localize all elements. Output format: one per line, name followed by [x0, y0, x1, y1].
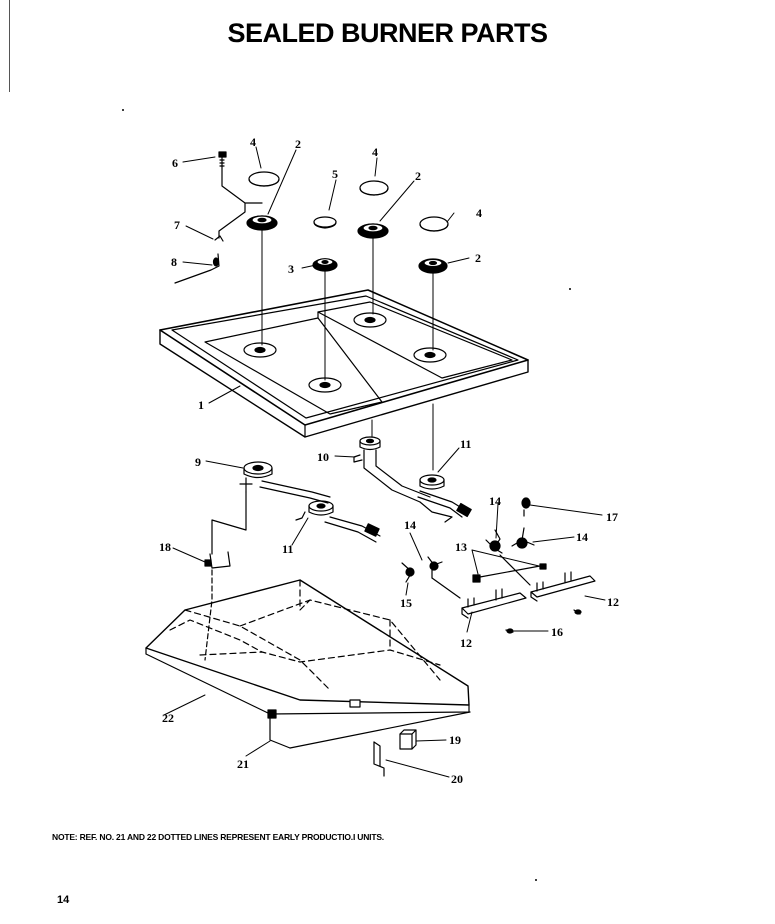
burner-head-right-front — [418, 258, 448, 274]
callout-1: 1 — [198, 398, 204, 412]
page-title: SEALED BURNER PARTS — [227, 18, 548, 48]
valve-connector-lines — [431, 554, 531, 599]
callout-4-center: 4 — [372, 145, 378, 159]
callout-4-left: 4 — [250, 135, 256, 149]
valve-left — [401, 562, 415, 583]
callout-14-top: 14 — [489, 494, 501, 508]
callout-10: 10 — [317, 450, 329, 464]
burner-head-left-front — [312, 258, 338, 272]
callout-3: 3 — [288, 262, 294, 276]
callout-12-right: 12 — [607, 595, 619, 609]
callout-labels: 6 4 2 5 4 2 4 7 2 3 8 1 9 10 11 14 17 11… — [159, 135, 619, 786]
burner-tube-right — [417, 474, 472, 523]
screw-part-16 — [505, 609, 582, 634]
callout-6: 6 — [172, 156, 178, 170]
valve-right-1 — [485, 529, 503, 554]
burner-box — [145, 579, 471, 749]
valve-left-2 — [427, 556, 443, 579]
electrode-part — [174, 253, 220, 284]
callout-21: 21 — [237, 757, 249, 771]
burner-tube-center-left — [295, 500, 381, 543]
cooktop-panel — [159, 289, 529, 438]
callout-14-right: 14 — [576, 530, 588, 544]
callout-22: 22 — [162, 711, 174, 725]
callout-2-center: 2 — [415, 169, 421, 183]
burner-caps — [248, 171, 449, 232]
callout-12-left: 12 — [460, 636, 472, 650]
burner-tube-left — [239, 461, 331, 504]
valve-right-2 — [511, 527, 535, 549]
callout-2-right: 2 — [475, 251, 481, 265]
diagram-note: NOTE: REF. NO. 21 AND 22 DOTTED LINES RE… — [52, 832, 384, 842]
bracket-part-20 — [373, 741, 385, 777]
cooktop-burner-holes — [243, 312, 447, 393]
clip-part-19 — [399, 729, 417, 750]
clip-part — [214, 235, 224, 242]
callout-8: 8 — [171, 255, 177, 269]
callout-4-right: 4 — [476, 206, 482, 220]
burner-box-dotted — [169, 579, 441, 691]
orifice-parts — [472, 563, 547, 583]
manifold-right — [530, 571, 596, 602]
callout-9: 9 — [195, 455, 201, 469]
alignment-lines — [261, 229, 434, 471]
callout-19: 19 — [449, 733, 461, 747]
callout-16: 16 — [551, 625, 563, 639]
burner-tube-center — [353, 436, 431, 503]
callout-13: 13 — [455, 540, 467, 554]
callout-11-left: 11 — [282, 542, 293, 556]
bolt-part-17 — [521, 497, 531, 517]
callout-15: 15 — [400, 596, 412, 610]
callout-5: 5 — [332, 167, 338, 181]
scan-specks — [122, 109, 571, 881]
page-number: 14 — [57, 894, 70, 906]
callout-17: 17 — [606, 510, 618, 524]
burner-head-right-rear — [357, 223, 389, 239]
callout-14-left: 14 — [404, 518, 416, 532]
leader-lines — [163, 146, 606, 778]
callout-2-left: 2 — [295, 137, 301, 151]
screw-part — [218, 151, 263, 239]
callout-20: 20 — [451, 772, 463, 786]
manifold-left — [461, 588, 527, 619]
burner-head-left-rear — [246, 215, 278, 231]
callout-11-right: 11 — [460, 437, 471, 451]
bracket-part — [204, 491, 247, 569]
page-edge-line — [9, 0, 10, 92]
callout-18: 18 — [159, 540, 171, 554]
dotted-leader-box — [204, 569, 213, 661]
callout-7: 7 — [174, 218, 180, 232]
